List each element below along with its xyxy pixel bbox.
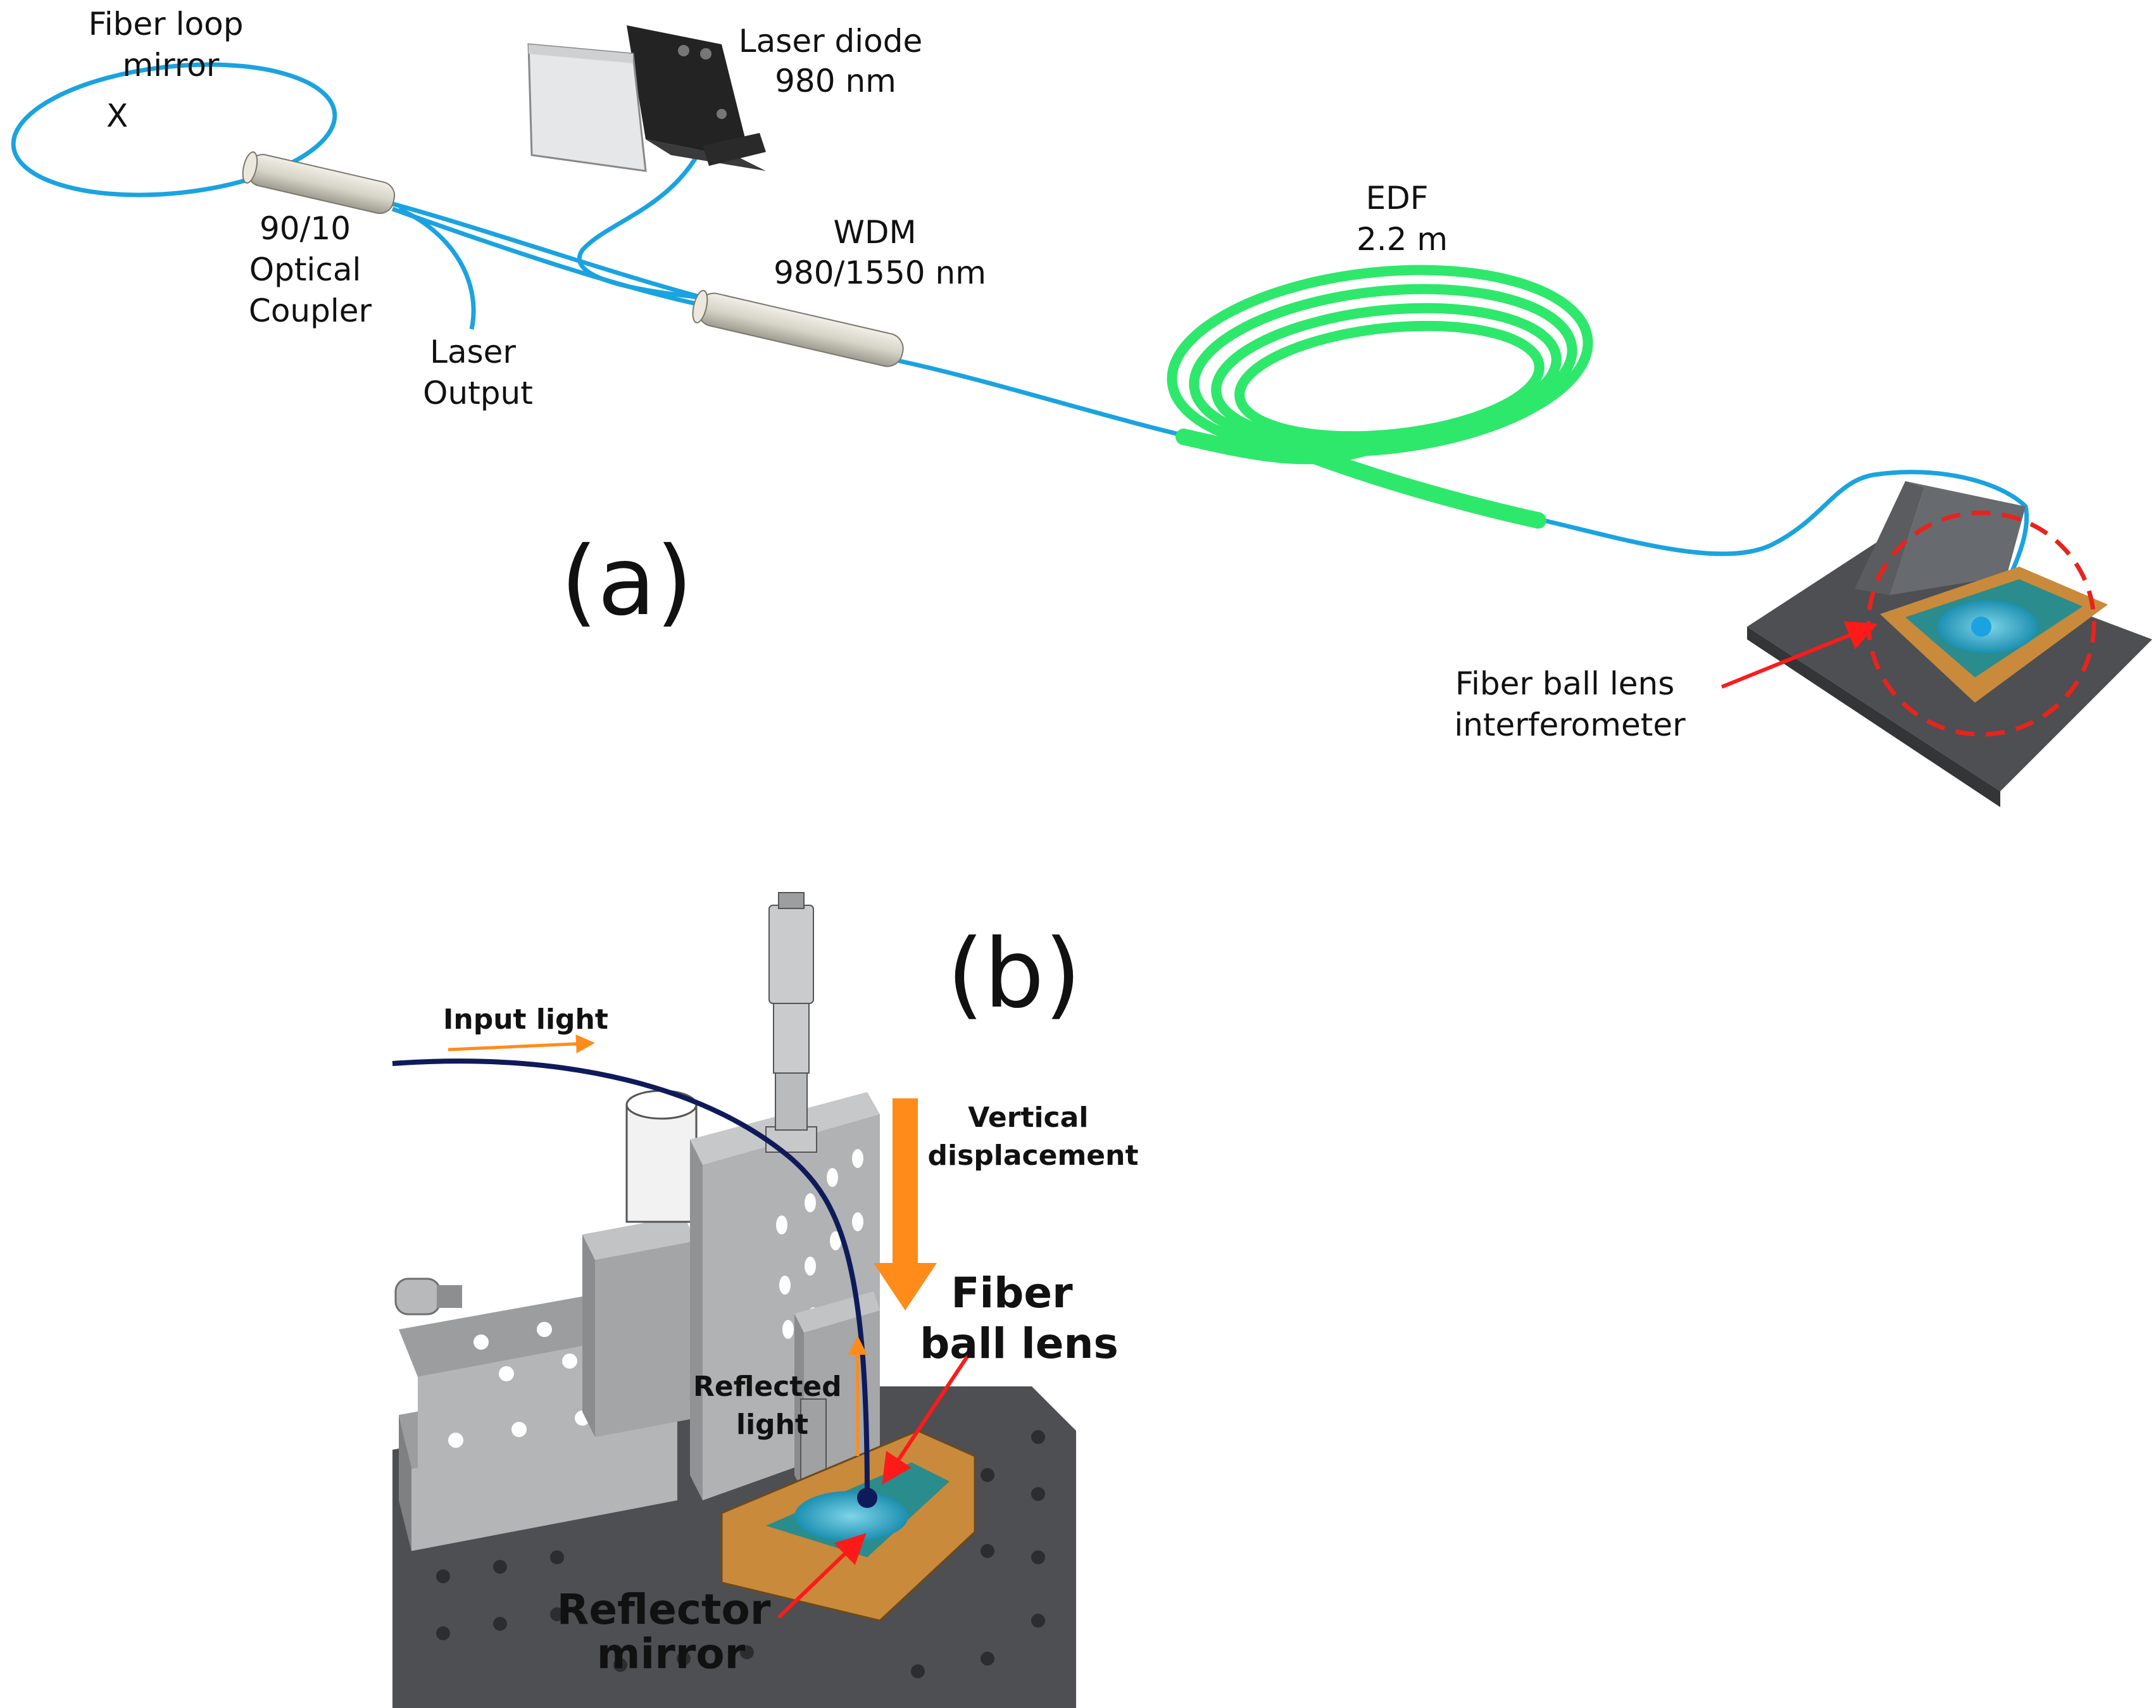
fiber-edf-sensor	[1538, 470, 2029, 625]
fiber-coupler-wdm-2	[391, 206, 703, 308]
input-fiber	[392, 1058, 870, 1498]
micrometer	[765, 892, 817, 1153]
label-coupler: 90/10 Optical Coupler	[249, 210, 372, 329]
reflector-pointer	[777, 1533, 867, 1619]
sample-frame	[720, 1429, 976, 1622]
label-vertical-displacement: Vertical displacement	[927, 1102, 1138, 1172]
fiber-laser-output	[398, 206, 476, 330]
vertical-displacement-arrow	[874, 1098, 937, 1310]
interferometer-pointer	[1720, 621, 1878, 689]
stage-knob	[394, 1278, 462, 1316]
label-fiber-ball-lens: Fiber ball lens	[920, 1269, 1119, 1368]
label-edf: EDF 2.2 m	[1357, 180, 1448, 258]
fiber-wdm-edf	[898, 358, 1191, 439]
edf-coil	[1167, 265, 1593, 457]
ball-lens-pointer	[882, 1353, 970, 1485]
panel-a: X	[11, 6, 2152, 807]
wdm-coupler	[692, 289, 904, 367]
label-laser-diode: Laser diode 980 nm	[739, 23, 932, 99]
panel-b: (b)	[392, 892, 1139, 1708]
label-reflector-mirror: Reflector mirror	[557, 1585, 786, 1678]
interferometer-stage	[1747, 481, 2152, 807]
edf-leads	[1175, 429, 1546, 529]
fiber-loop	[11, 62, 337, 198]
panel-b-tag: (b)	[947, 919, 1081, 1029]
label-fiber-loop-mirror: Fiber loop mirror	[89, 6, 254, 84]
label-laser-output: Laser Output	[423, 334, 533, 411]
x-mark: X	[106, 97, 128, 134]
panel-a-tag: (a)	[561, 527, 693, 637]
label-input-light: Input light	[443, 1003, 608, 1036]
label-reflected-light: Reflected light	[693, 1371, 851, 1441]
mount-block	[582, 1089, 698, 1437]
fiber-coupler-wdm-1	[392, 201, 703, 300]
laser-diode-device	[527, 25, 766, 172]
optical-coupler	[242, 151, 396, 214]
input-light-arrow	[448, 1034, 595, 1053]
label-wdm: WDM 980/1550 nm	[774, 214, 986, 291]
label-interferometer: Fiber ball lens interferometer	[1454, 665, 1686, 743]
